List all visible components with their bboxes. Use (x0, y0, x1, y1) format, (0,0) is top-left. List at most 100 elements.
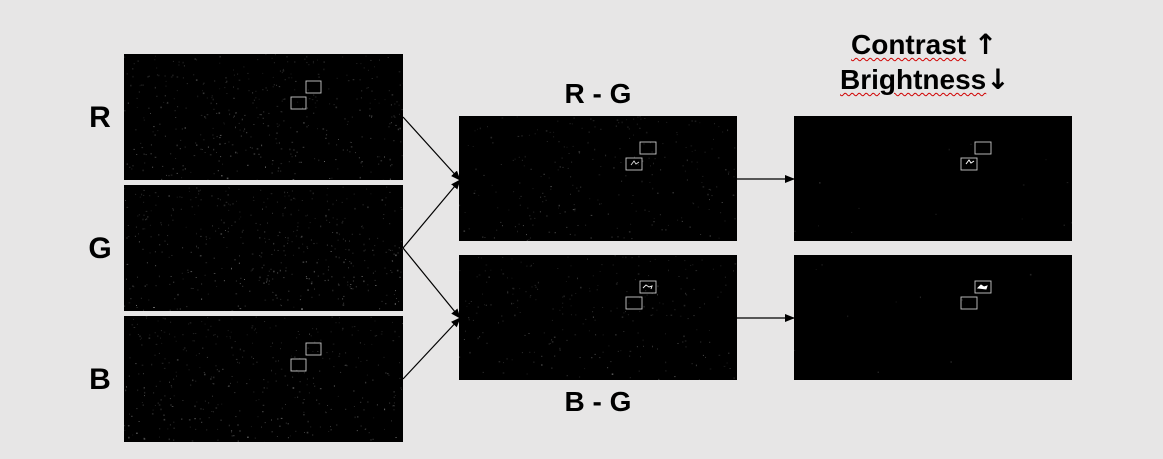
noise-speck (238, 362, 240, 364)
noise-speck (228, 424, 230, 427)
noise-speck (186, 364, 188, 366)
noise-speck (674, 309, 676, 311)
noise-speck (628, 231, 631, 233)
noise-speck (154, 134, 156, 136)
noise-speck (181, 196, 183, 198)
noise-speck (274, 54, 276, 56)
noise-speck (372, 249, 374, 251)
noise-speck (143, 201, 145, 203)
noise-speck (275, 138, 277, 140)
noise-speck (257, 59, 259, 61)
noise-speck (260, 156, 262, 158)
noise-speck (132, 165, 134, 167)
noise-speck (136, 307, 138, 308)
noise-speck (475, 168, 477, 171)
noise-speck (295, 80, 297, 82)
noise-speck (127, 102, 129, 104)
noise-speck (285, 270, 287, 272)
noise-speck (394, 395, 396, 396)
noise-speck (132, 75, 134, 78)
noise-speck (328, 88, 330, 90)
noise-speck (592, 275, 594, 277)
noise-speck (558, 204, 560, 207)
noise-speck (399, 276, 401, 278)
contrast-word: Contrast (851, 29, 967, 60)
noise-speck (549, 343, 551, 344)
noise-speck (185, 107, 187, 109)
noise-speck (372, 438, 374, 440)
noise-speck (258, 279, 260, 281)
noise-speck (637, 332, 639, 334)
noise-speck (297, 226, 299, 228)
noise-speck (159, 428, 161, 430)
noise-speck (266, 89, 268, 91)
noise-speck (693, 203, 695, 205)
noise-speck (398, 336, 400, 338)
noise-speck (285, 267, 287, 269)
noise-speck (204, 274, 206, 276)
noise-speck (330, 426, 331, 428)
noise-speck (359, 79, 361, 81)
noise-speck (574, 208, 576, 211)
noise-speck (280, 368, 283, 370)
noise-speck (151, 363, 153, 366)
channel-image-r (124, 54, 403, 180)
noise-speck (657, 348, 658, 350)
noise-speck (301, 308, 303, 310)
noise-speck (259, 224, 261, 226)
noise-speck (198, 193, 200, 195)
noise-speck (228, 209, 230, 211)
noise-speck (155, 285, 157, 287)
noise-speck (652, 187, 654, 190)
noise-speck (612, 264, 614, 266)
noise-speck (360, 63, 362, 65)
noise-speck (374, 270, 376, 272)
noise-speck (705, 356, 706, 358)
noise-speck (202, 92, 205, 95)
noise-speck (200, 199, 202, 201)
noise-speck (353, 406, 355, 407)
noise-speck (222, 368, 224, 370)
noise-speck (323, 61, 325, 63)
noise-speck (351, 233, 353, 235)
noise-speck (623, 312, 625, 314)
noise-speck (224, 142, 226, 144)
noise-speck (241, 118, 243, 121)
noise-speck (204, 323, 206, 325)
noise-speck (227, 231, 229, 233)
noise-speck (194, 340, 195, 342)
noise-speck (280, 111, 282, 113)
noise-speck (306, 246, 308, 248)
noise-speck (578, 152, 580, 154)
noise-speck (280, 417, 283, 419)
noise-speck (388, 126, 390, 128)
noise-speck (576, 187, 578, 189)
noise-speck (217, 335, 219, 338)
noise-speck (367, 206, 369, 209)
noise-speck (682, 341, 684, 343)
noise-speck (666, 121, 668, 123)
noise-speck (350, 146, 353, 148)
noise-speck (131, 168, 133, 170)
noise-speck (686, 294, 688, 296)
noise-speck (350, 142, 352, 143)
noise-speck (240, 216, 242, 218)
highlight-box-lower (625, 296, 643, 310)
noise-speck (154, 55, 156, 57)
noise-speck (464, 212, 466, 213)
noise-speck (393, 396, 395, 398)
noise-speck (554, 355, 556, 357)
noise-speck (316, 242, 318, 244)
noise-speck (319, 370, 321, 372)
noise-speck (476, 276, 478, 278)
noise-speck (371, 115, 373, 117)
noise-speck (517, 230, 518, 233)
noise-speck (311, 281, 313, 283)
noise-speck (815, 269, 817, 270)
noise-speck (350, 288, 352, 290)
noise-speck (559, 213, 561, 214)
noise-speck (228, 187, 229, 189)
noise-speck (709, 368, 712, 370)
noise-speck (534, 217, 536, 219)
noise-speck (397, 128, 399, 131)
